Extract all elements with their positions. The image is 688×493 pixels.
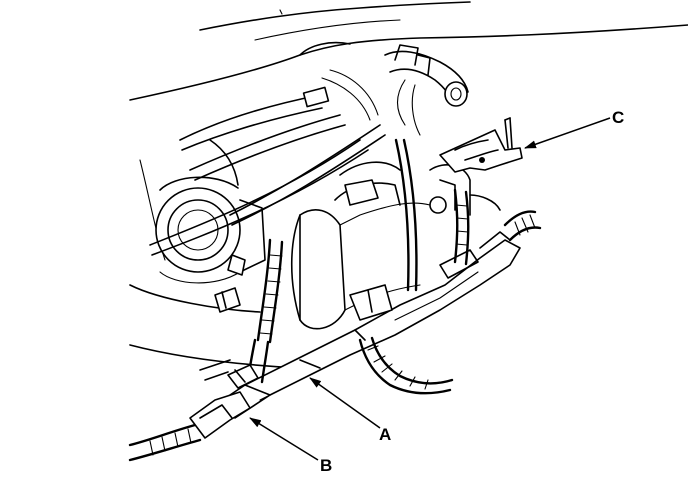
throttle-body [155, 176, 266, 284]
callout-a-line [309, 377, 381, 429]
callout-label-b: B [320, 456, 333, 475]
callout-b-line [249, 417, 319, 461]
harness-bracket-c [439, 117, 523, 173]
engine-block [334, 161, 501, 216]
harness-clip-b [189, 364, 259, 439]
harness-loom [128, 138, 542, 462]
harness-cover-a [214, 231, 521, 419]
left-connectors [199, 254, 246, 381]
callout-c-line [524, 117, 611, 149]
hood-outline [129, 1, 688, 101]
intake-duct [290, 202, 431, 330]
upper-hoses [384, 44, 469, 136]
ignition-wires [149, 69, 386, 256]
callout-label-a: A [379, 425, 392, 444]
callout-label-c: C [612, 108, 625, 127]
